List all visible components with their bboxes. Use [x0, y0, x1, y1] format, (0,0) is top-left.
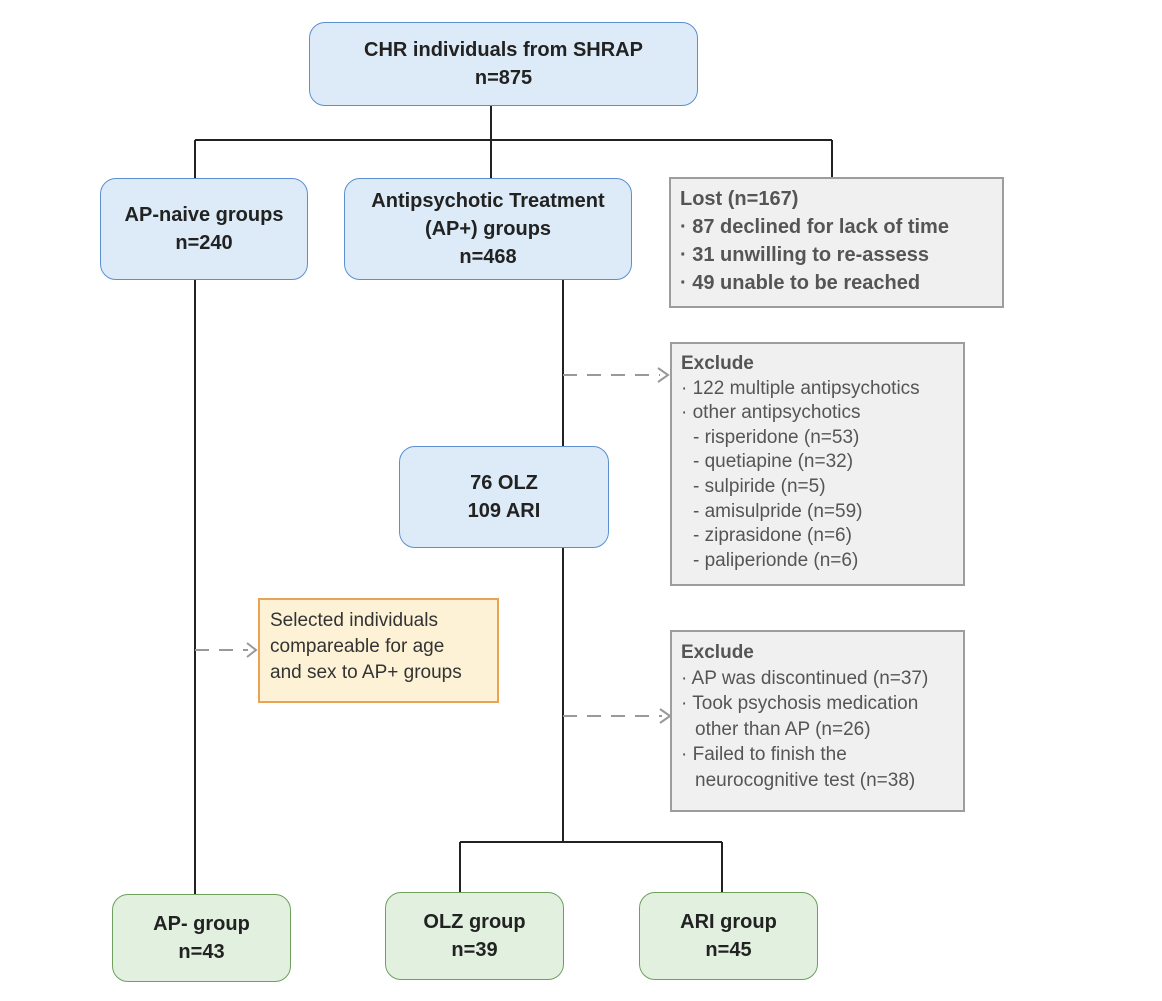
top-node: CHR individuals from SHRAP n=875 — [309, 22, 698, 106]
exclude-2-header: Exclude — [681, 642, 754, 663]
exclude-box-1: Exclude · 122 multiple antipsychotics · … — [670, 342, 965, 586]
selected-box: Selected individuals compareable for age… — [258, 598, 499, 703]
ap-naive-node: AP-naive groups n=240 — [100, 178, 308, 280]
olz-group-count: n=39 — [451, 939, 498, 961]
ap-naive-title: AP-naive groups — [124, 204, 284, 226]
olz-ari-node: 76 OLZ 109 ARI — [399, 446, 609, 548]
exclude-2-line: · Failed to finish the — [681, 744, 847, 765]
lost-item: · 87 declined for lack of time — [680, 216, 949, 238]
olz-count-line: 76 OLZ — [470, 472, 538, 494]
exclude-2-line: · AP was discontinued (n=37) — [681, 667, 929, 689]
ap-minus-count: n=43 — [178, 941, 225, 963]
olz-group-node: OLZ group n=39 — [385, 892, 564, 980]
ap-plus-line2: (AP+) groups — [424, 218, 552, 240]
exclude-2-line: neurocognitive test (n=38) — [695, 769, 916, 791]
ari-count-line: 109 ARI — [467, 500, 541, 522]
ap-plus-line1: Antipsychotic Treatment — [371, 190, 605, 212]
lost-item: · 49 unable to be reached — [680, 272, 921, 294]
ap-plus-count: n=468 — [459, 246, 517, 268]
ari-group-node: ARI group n=45 — [639, 892, 818, 980]
selected-line: Selected individuals — [270, 610, 438, 631]
selected-line: compareable for age — [270, 636, 445, 657]
lost-header: Lost (n=167) — [680, 188, 799, 210]
lost-item: · 31 unwilling to re-assess — [680, 244, 929, 266]
exclude-1-subitem: - ziprasidone (n=6) — [693, 525, 852, 547]
ap-minus-title: AP- group — [153, 913, 250, 935]
lost-box: Lost (n=167) · 87 declined for lack of t… — [669, 177, 1004, 308]
exclude-1-item: · 122 multiple antipsychotics — [681, 377, 920, 399]
ari-group-title: ARI group — [680, 911, 777, 933]
exclude-1-subitem: - quetiapine (n=32) — [693, 451, 854, 473]
exclude-box-2: Exclude · AP was discontinued (n=37) · T… — [670, 630, 965, 812]
ari-group-count: n=45 — [705, 939, 752, 961]
exclude-1-subitem: - risperidone (n=53) — [693, 426, 860, 448]
selected-line: and sex to AP+ groups — [270, 662, 462, 683]
ap-plus-node: Antipsychotic Treatment (AP+) groups n=4… — [344, 178, 632, 280]
ap-minus-group-node: AP- group n=43 — [112, 894, 291, 982]
exclude-1-subitem: - sulpiride (n=5) — [693, 475, 826, 497]
exclude-1-subitem: - amisulpride (n=59) — [693, 500, 863, 522]
exclude-2-line: other than AP (n=26) — [695, 718, 871, 740]
top-node-count: n=875 — [474, 67, 533, 89]
exclude-1-subitem: - paliperionde (n=6) — [693, 549, 859, 571]
exclude-1-header: Exclude — [681, 353, 754, 374]
ap-naive-count: n=240 — [175, 232, 233, 254]
exclude-2-line: · Took psychosis medication — [681, 693, 919, 714]
olz-group-title: OLZ group — [423, 911, 526, 933]
top-node-title: CHR individuals from SHRAP — [364, 39, 643, 61]
exclude-1-item: · other antipsychotics — [681, 402, 861, 424]
